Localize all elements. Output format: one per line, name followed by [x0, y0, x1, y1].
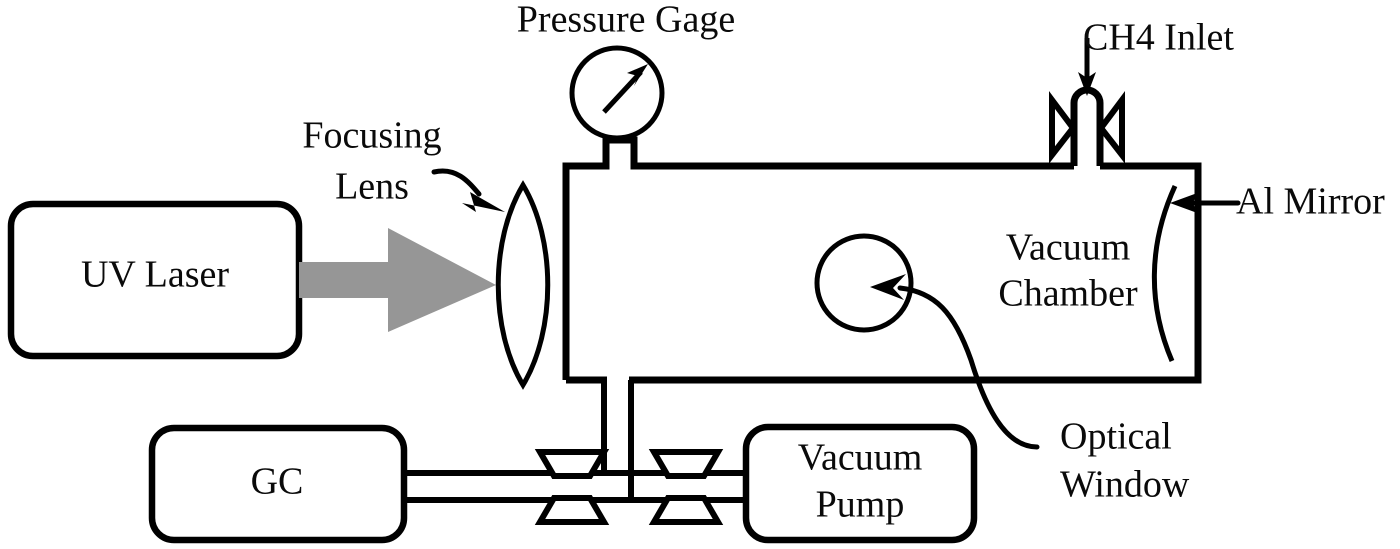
focusing-lens-arrowhead — [462, 192, 505, 212]
chamber-outlet-pipes — [601, 380, 634, 473]
focusing-lens-label-line1: Focusing — [302, 115, 441, 157]
vacuum-chamber-component[interactable]: Vacuum Chamber — [562, 136, 1202, 384]
pipe-corner-joins — [601, 470, 634, 503]
optical-window-circle[interactable] — [814, 233, 914, 333]
valve-1-bottom-flag[interactable] — [534, 495, 610, 525]
pressure-gage-needle — [602, 70, 643, 114]
focusing-lens-callout: Focusing Lens — [302, 115, 505, 212]
al-mirror-arrowhead — [1170, 192, 1200, 214]
al-mirror-component[interactable]: Al Mirror — [1151, 181, 1385, 362]
optical-window-arrowhead — [870, 274, 906, 300]
ch4-inlet-valve-left[interactable] — [1049, 91, 1077, 164]
vacuum-chamber-label-line2: Chamber — [998, 273, 1138, 315]
ch4-inlet-component[interactable]: CH4 Inlet — [1049, 17, 1234, 166]
beam-arrow-shape — [299, 228, 496, 332]
gc-label: GC — [251, 461, 304, 503]
al-mirror-arc[interactable] — [1151, 184, 1178, 362]
al-mirror-label: Al Mirror — [1236, 181, 1385, 223]
ch4-inlet-label: CH4 Inlet — [1083, 17, 1234, 59]
gc-component[interactable]: GC — [148, 424, 408, 544]
optical-window-label-line2: Window — [1060, 464, 1190, 506]
optical-window-component[interactable] — [814, 233, 914, 333]
valve-2-top-flag[interactable] — [648, 449, 724, 479]
vacuum-pump-label-line1: Vacuum — [798, 437, 923, 479]
valve-2-bottom-flag[interactable] — [648, 495, 724, 525]
gc-box[interactable] — [148, 424, 408, 544]
focusing-lens-leader-line — [431, 168, 482, 197]
valve-left-upper[interactable] — [534, 449, 610, 525]
pressure-gage-component[interactable]: Pressure Gage — [517, 0, 735, 141]
optical-window-callout: Optical Window — [870, 274, 1190, 506]
vacuum-pump-component[interactable]: Vacuum Pump — [742, 423, 978, 544]
pressure-gage-needle-tip — [627, 64, 648, 86]
optical-window-leader-line — [897, 285, 1040, 450]
uv-laser-label: UV Laser — [81, 254, 229, 296]
focusing-lens-component[interactable] — [495, 180, 551, 390]
ch4-inlet-pipe[interactable] — [1070, 86, 1104, 166]
focusing-lens-label-line2: Lens — [335, 166, 409, 208]
vacuum-chamber-label-line1: Vacuum — [1006, 227, 1131, 269]
uv-laser-component[interactable]: UV Laser — [7, 200, 303, 360]
ch4-inlet-arrowhead — [1078, 72, 1096, 96]
valve-1-top-flag[interactable] — [534, 449, 610, 479]
pressure-gage-label: Pressure Gage — [517, 0, 735, 41]
vacuum-chamber-outline[interactable] — [562, 136, 1202, 384]
valve-right-upper[interactable] — [648, 449, 724, 525]
laser-beam-arrow — [299, 228, 496, 332]
vacuum-pump-label-line2: Pump — [816, 484, 905, 526]
pressure-gage-dial[interactable] — [569, 45, 665, 141]
vacuum-pump-box[interactable] — [742, 423, 978, 544]
focusing-lens-shape[interactable] — [495, 180, 551, 390]
optical-window-label-line1: Optical — [1060, 416, 1172, 458]
ch4-inlet-valve-right[interactable] — [1097, 91, 1125, 164]
